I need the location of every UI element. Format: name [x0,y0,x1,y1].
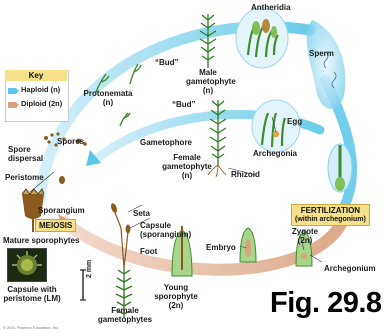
sperm-droplet [307,20,346,109]
sperm-label: Sperm [309,49,334,58]
archegonium-fertilization-image [328,144,352,192]
protonemata-label-2: (n) [80,98,136,107]
female-gametophyte-label-2: gametophyte [160,162,214,171]
scale-bar-label: 2 mm [85,260,94,278]
embryo-label: Embryo [206,243,236,252]
male-gametophyte-label-3: (n) [186,86,230,95]
capsule-lm-label-1: Capsule with [2,285,62,294]
seta-label: Seta [133,209,150,218]
antheridia-label: Antheridia [251,3,291,12]
key-diploid-label: Diploid (2n) [21,99,62,108]
rhizoid-label: Rhizoid [231,170,260,179]
diploid-swatch [8,102,19,108]
gametophore-label: Gametophore [140,138,192,147]
young-sporophyte-label-3: (2n) [150,301,202,310]
zygote-label-1: Zygote [287,227,323,236]
foot-label: Foot [140,247,157,256]
young-sporophyte-label-2: sporophyte [150,292,202,301]
antheridia-cluster [236,8,288,68]
male-gametophyte-label-2: gametophyte [186,77,230,86]
bud-label-mid: “Bud” [172,100,196,109]
figure-label: Fig. 29.8 [270,287,382,320]
female-gametophyte-label-3: (n) [160,171,214,180]
dispersing-spore [59,176,65,184]
key-swatches [8,86,20,116]
archegonia-cluster [252,100,300,152]
zygote-label-2: (2n) [287,236,323,245]
male-gametophyte-plant [200,14,216,68]
capsule-label-2: (sporangium) [140,230,191,239]
bud-label-top: “Bud” [155,58,179,67]
capsule-label-1: Capsule [140,221,171,230]
egg-label: Egg [287,117,302,126]
male-gametophyte-label-1: Male [186,68,230,77]
female-gametophyte-label-1: Female [160,153,214,162]
female-gametophytes-label-1: Female [97,306,153,315]
mature-sporophytes-label: Mature sporophytes [3,236,79,245]
embryo-image [240,228,256,262]
peristome-label: Peristome [5,173,44,182]
fertilization-badge: FERTILIZATION (within archegonium) [291,204,370,226]
micrograph-image [8,249,46,281]
haploid-swatch [8,88,19,94]
archegonia-label: Archegonia [253,149,297,158]
spores-label: Spores [57,137,84,146]
copyright-notice: © 2011 Pearson Education, Inc. [3,325,59,330]
spore-dispersal-label-1: Spore [8,145,31,154]
spore-dispersal-label-2: dispersal [8,154,43,163]
sporophyte-capsules [110,202,131,233]
capsule-micrograph [7,248,47,282]
fertilization-label-1: FERTILIZATION [295,206,366,215]
archegonium-label: Archegonium [324,264,376,273]
fertilization-label-2: (within archegonium) [295,215,366,224]
protonemata-label-1: Protonemata [80,89,136,98]
young-sporophyte-label-1: Young [150,283,202,292]
key-haploid-label: Haploid (n) [21,85,60,94]
female-gametophytes-label-2: gametophytes [97,315,153,324]
sporangium-label: Sporangium [38,206,85,215]
key-title: Key [5,70,67,81]
capsule-lm-label-2: peristome (LM) [2,294,62,303]
meiosis-label: MEIOSIS [35,219,76,232]
